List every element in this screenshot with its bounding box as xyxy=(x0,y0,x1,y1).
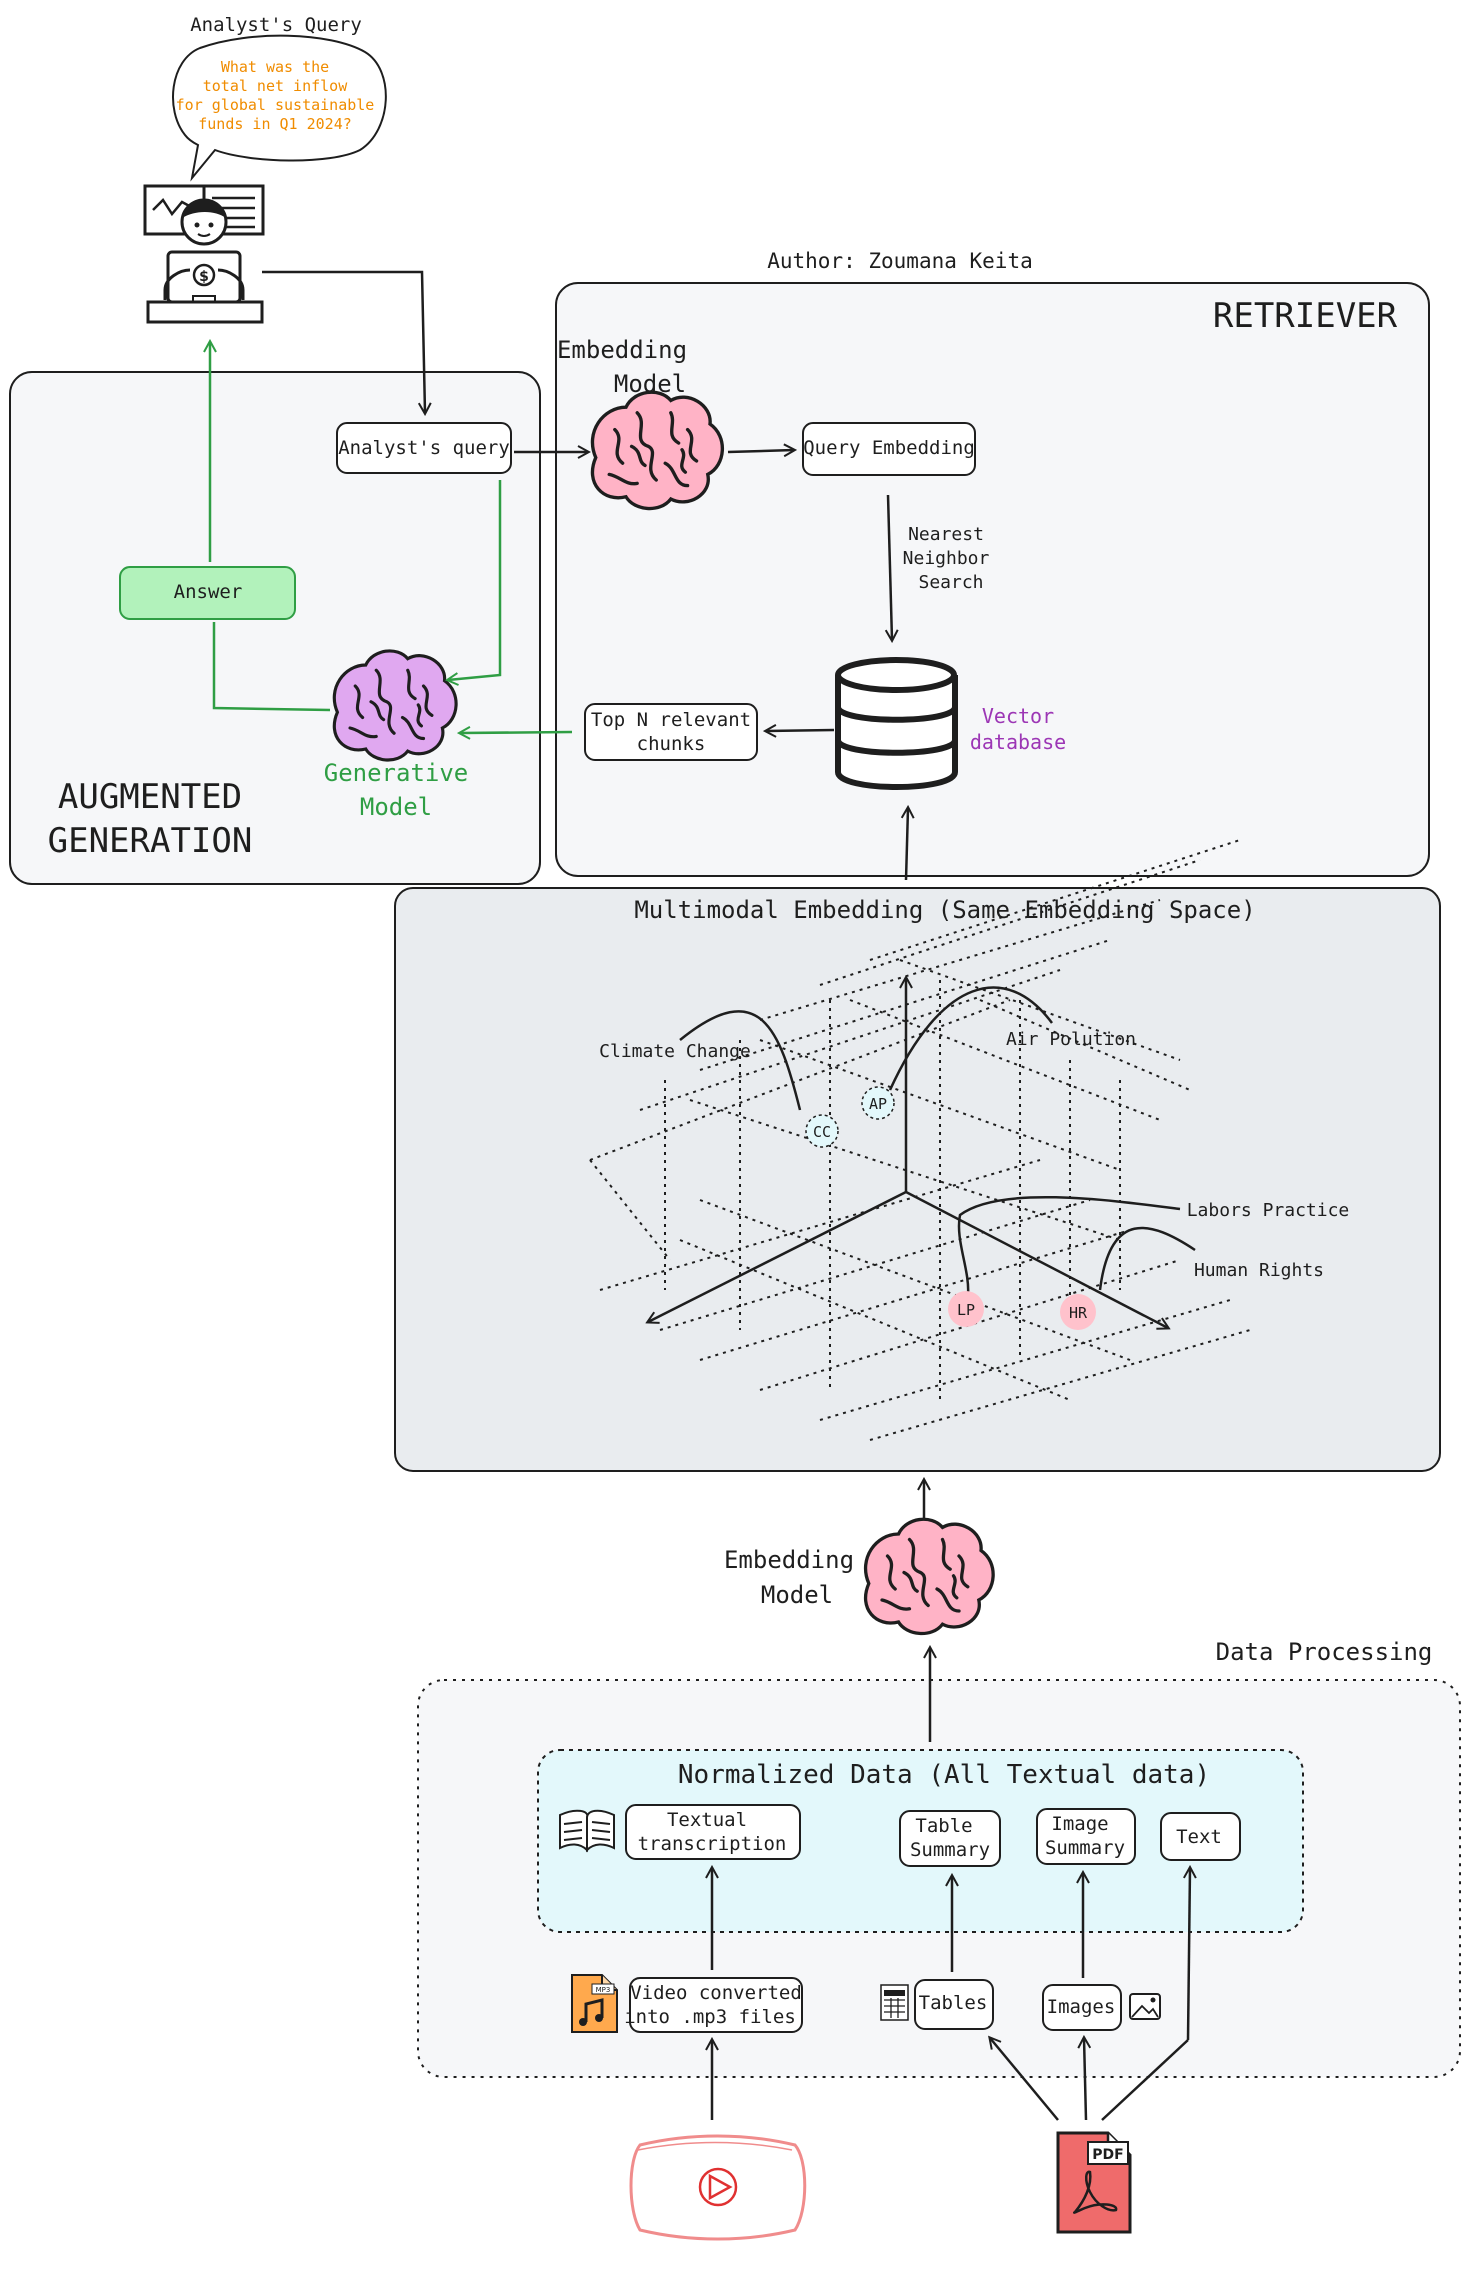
embedding-point-lp: LP xyxy=(948,1291,984,1327)
bottom-embedding-model-label: Embedding xyxy=(724,1546,854,1574)
answer-label: Answer xyxy=(174,581,243,603)
embedding-space-grid xyxy=(589,839,1251,1441)
book-icon xyxy=(559,1809,615,1853)
vector-database-icon xyxy=(835,657,958,790)
analyst-query-title: Analyst's Query xyxy=(190,14,362,36)
point-label-ap: AP xyxy=(869,1095,887,1113)
question-text: What was the total net inflow for global… xyxy=(176,58,375,133)
retriever-panel xyxy=(555,282,1430,877)
question-line: funds in Q1 2024? xyxy=(198,115,352,133)
speech-bubble xyxy=(172,34,387,182)
connector-generative-to-answer xyxy=(212,622,331,712)
video-converted-label: into .mp3 files xyxy=(624,2006,796,2028)
pdf-icon: PDF xyxy=(1056,2131,1132,2234)
embedding-point-hr: HR xyxy=(1060,1294,1096,1330)
question-line: for global sustainable xyxy=(176,96,375,114)
nearest-neighbor-label: Nearest xyxy=(908,524,984,545)
embedding-space-axes xyxy=(648,978,1168,1328)
pdf-label: PDF xyxy=(1092,2147,1123,2163)
connector-embedding-to-query-embedding xyxy=(727,450,794,452)
retriever-title: RETRIEVER xyxy=(1213,296,1398,336)
table-summary-label: Table xyxy=(915,1815,972,1837)
multimodal-panel xyxy=(394,887,1441,1472)
point-label-lp: LP xyxy=(957,1301,975,1319)
bottom-embedding-brain-icon xyxy=(863,1517,995,1636)
table-summary-label: Summary xyxy=(910,1839,990,1861)
query-embedding-label: Query Embedding xyxy=(803,437,975,459)
augmented-title-line: AUGMENTED xyxy=(58,777,242,817)
mp3-label: MP3 xyxy=(596,1986,611,1994)
connector-query-to-generative xyxy=(448,480,502,680)
connector-multimodal-to-db xyxy=(906,808,908,881)
dollar-icon: $ xyxy=(199,269,209,285)
label-air-polution: Air Polution xyxy=(1006,1029,1136,1050)
analyst-icon: $ xyxy=(143,184,265,324)
query-embedding-box xyxy=(802,422,976,476)
augmented-title-line: GENERATION xyxy=(48,821,253,861)
embedding-point-cc: CC xyxy=(805,1114,839,1148)
image-summary-label: Summary xyxy=(1045,1837,1125,1859)
video-converted-label: Video converted xyxy=(630,1982,802,2004)
generative-model-label: Model xyxy=(360,793,432,821)
textual-transcription-box xyxy=(625,1804,801,1860)
question-line: total net inflow xyxy=(203,77,348,95)
images-label: Images xyxy=(1047,1996,1116,2018)
image-icon xyxy=(1129,1993,1161,2020)
multimodal-title: Multimodal Embedding (Same Embedding Spa… xyxy=(634,896,1255,924)
top-n-chunks-box xyxy=(584,703,758,761)
spreadsheet-icon xyxy=(880,1984,909,2021)
embedding-callouts xyxy=(679,986,1196,1296)
data-processing-connectors xyxy=(712,1868,1190,2121)
top-n-chunks-label: Top N relevant xyxy=(591,709,751,731)
normalized-data-title: Normalized Data (All Textual data) xyxy=(678,1760,1210,1790)
tables-label: Tables xyxy=(919,1992,988,2014)
author-label: Author: Zoumana Keita xyxy=(767,249,1033,273)
nearest-neighbor-label: Search xyxy=(918,572,983,593)
table-summary-box xyxy=(899,1810,1001,1867)
connector-db-to-top-n xyxy=(766,730,835,731)
answer-box xyxy=(119,566,296,620)
video-converted-box xyxy=(629,1977,803,2033)
youtube-icon xyxy=(629,2134,807,2241)
tables-box xyxy=(914,1979,994,2030)
images-box xyxy=(1042,1984,1122,2031)
bottom-embedding-model-label: Model xyxy=(761,1581,833,1609)
nearest-neighbor-label: Neighbor xyxy=(903,548,990,569)
connector-top-n-to-generative xyxy=(460,732,573,733)
point-label-hr: HR xyxy=(1069,1304,1088,1322)
data-processing-title: Data Processing xyxy=(1216,1638,1433,1666)
vector-database-label: database xyxy=(970,730,1066,754)
image-summary-box xyxy=(1036,1808,1136,1865)
mp3-file-icon: MP3 xyxy=(571,1974,618,2033)
analysts-query-box xyxy=(336,422,512,474)
analysts-query-label: Analyst's query xyxy=(338,437,510,459)
embedding-point-ap: AP xyxy=(861,1086,895,1120)
embedding-model-brain-icon xyxy=(590,390,725,511)
label-human-rights: Human Rights xyxy=(1194,1260,1324,1281)
augmented-generation-panel xyxy=(9,371,541,885)
point-label-cc: CC xyxy=(813,1123,831,1141)
textual-transcription-label: Textual xyxy=(667,1809,747,1831)
generative-model-label: Generative xyxy=(324,759,469,787)
question-line: What was the xyxy=(221,58,329,76)
connector-analyst-to-query xyxy=(262,270,425,413)
label-labors-practice: Labors Practice xyxy=(1187,1200,1350,1221)
label-climate-change: Climate Change xyxy=(599,1041,751,1062)
vector-database-label: Vector xyxy=(982,704,1054,728)
text-box xyxy=(1160,1812,1241,1861)
textual-transcription-label: transcription xyxy=(638,1833,787,1855)
text-label: Text xyxy=(1176,1826,1222,1848)
embedding-model-label: Embedding xyxy=(557,336,687,364)
image-summary-label: Image xyxy=(1051,1813,1108,1835)
top-n-chunks-label: chunks xyxy=(637,733,706,755)
connector-query-embedding-to-db xyxy=(888,494,892,640)
